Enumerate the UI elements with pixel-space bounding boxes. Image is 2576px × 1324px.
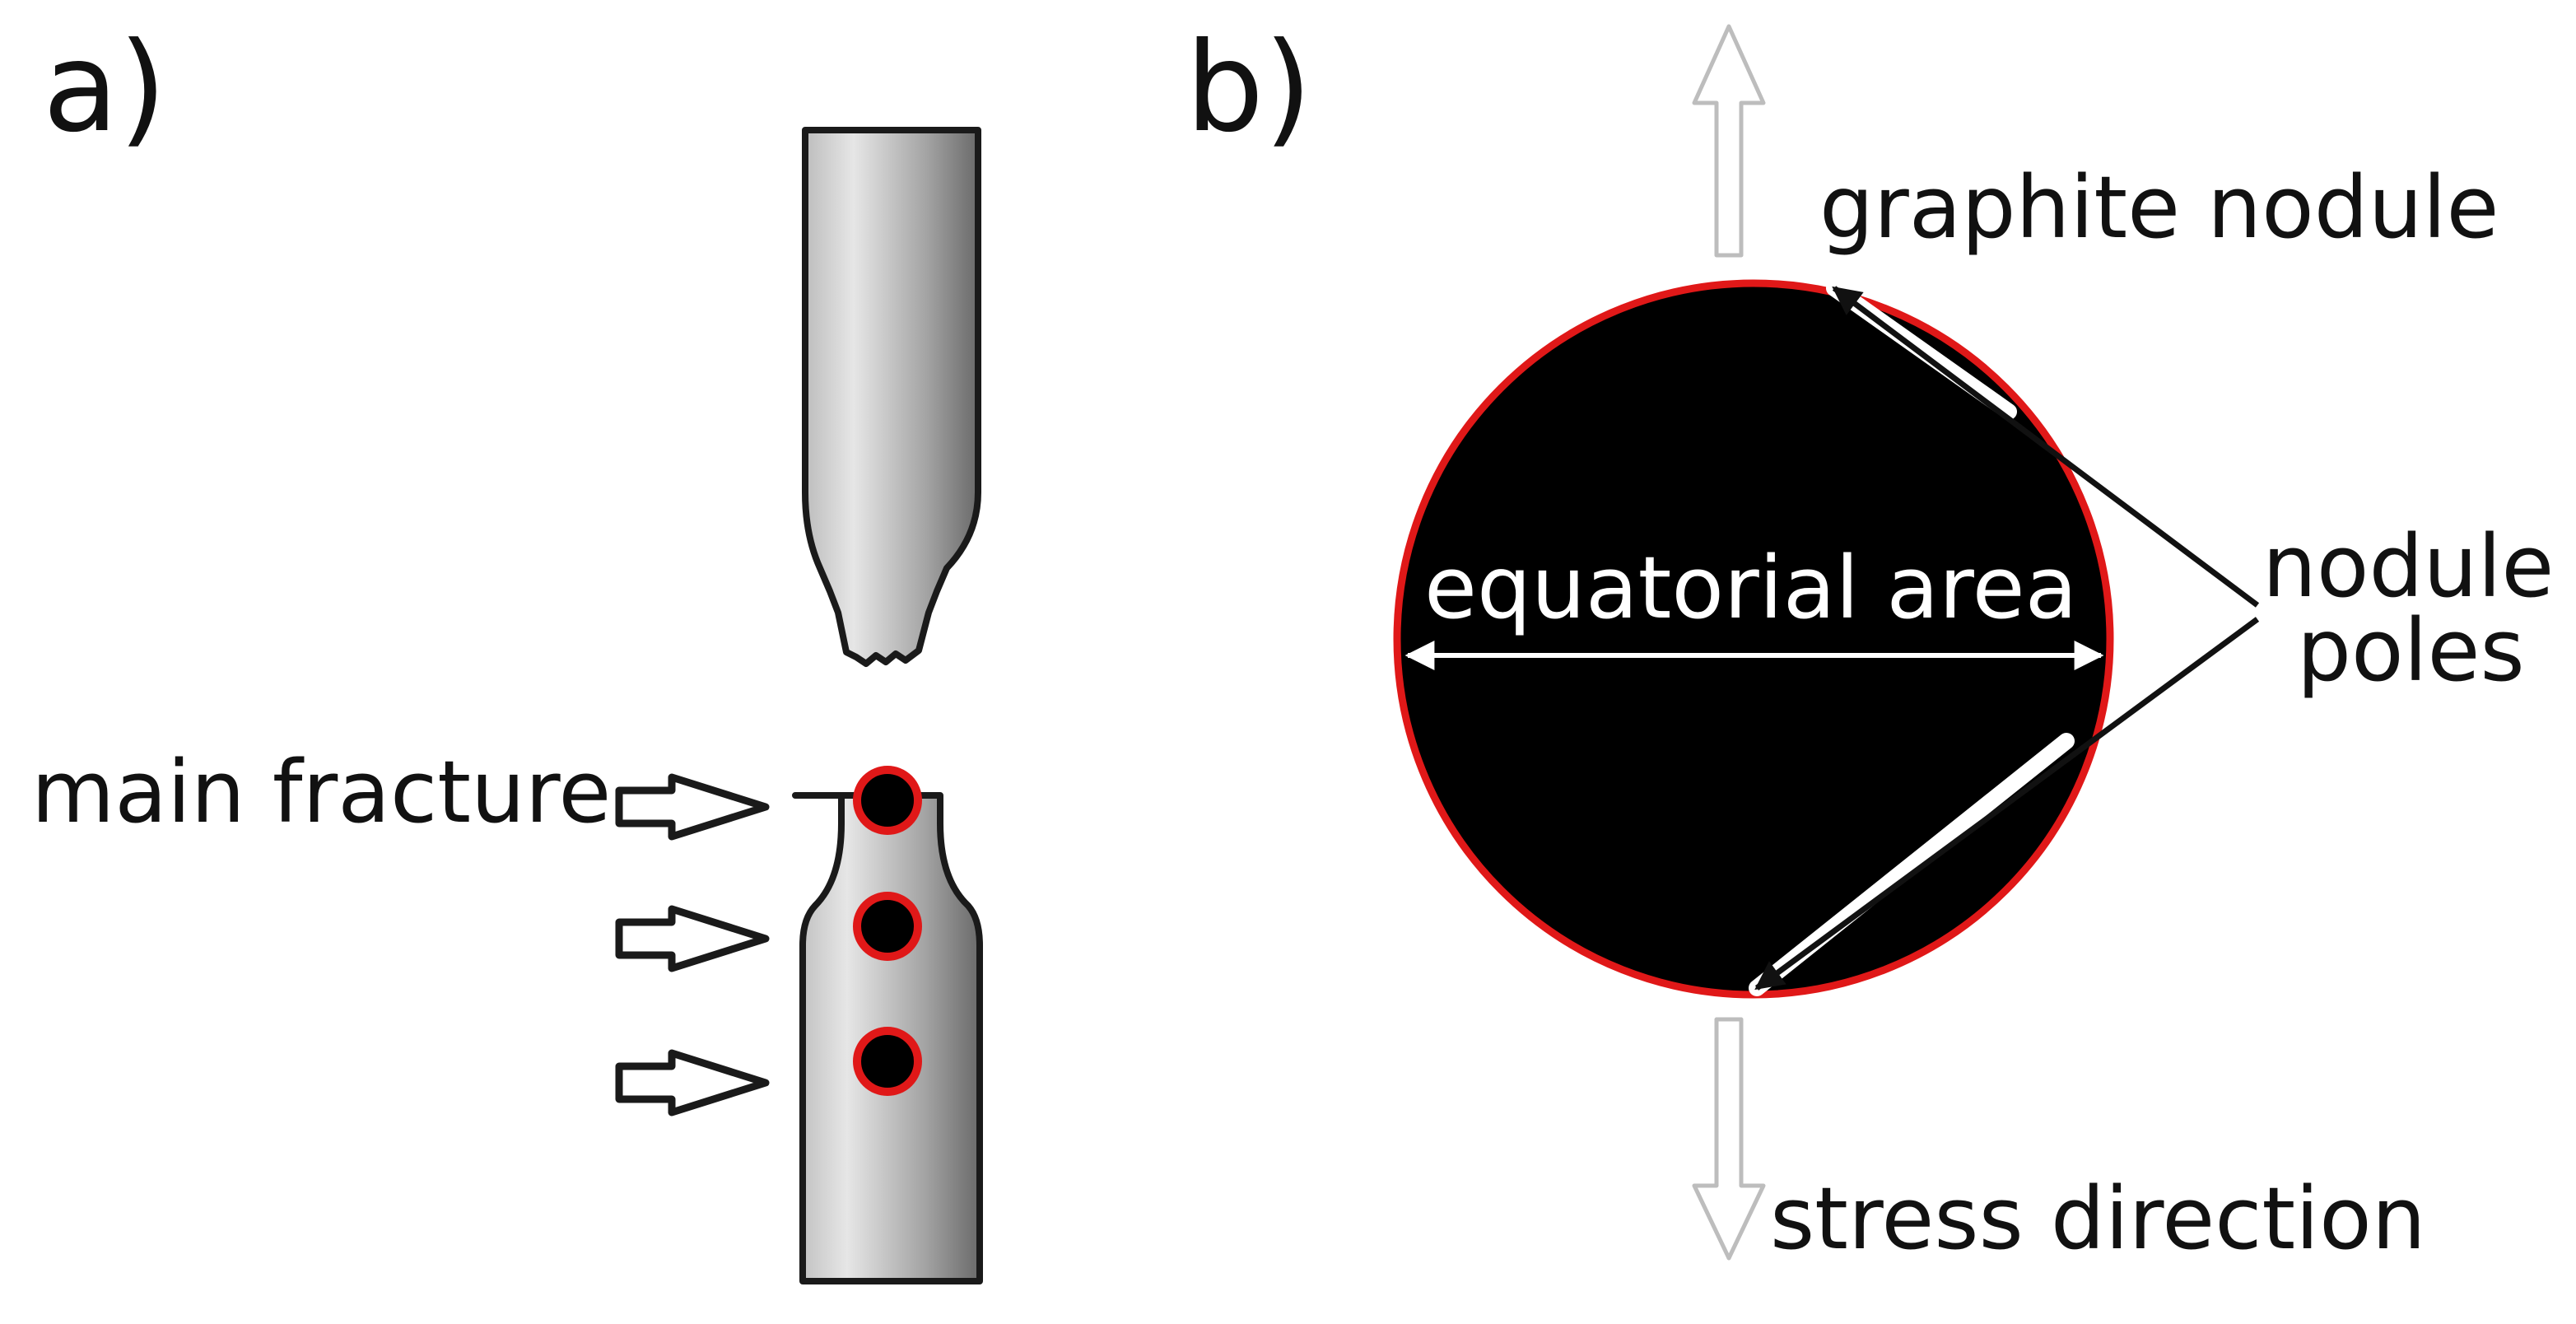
nodule-poles-label-line2: poles bbox=[2297, 600, 2525, 701]
panel-a-label: a) bbox=[43, 16, 166, 160]
pointer-arrow-2 bbox=[615, 905, 770, 972]
stress-direction-label: stress direction bbox=[1770, 1168, 2426, 1269]
panel-b-label: b) bbox=[1186, 16, 1312, 160]
pole-pointer-bottom bbox=[1754, 617, 2260, 991]
panel-b: b) equatorial area graphite nodule nodul… bbox=[1186, 16, 2554, 1269]
nodule-lower bbox=[853, 1027, 922, 1096]
main-fracture-label: main fracture bbox=[31, 742, 611, 842]
nodule-poles-label-line1: nodule bbox=[2262, 516, 2554, 617]
nodule-at-fracture bbox=[853, 766, 922, 835]
fracture-pointer-arrow-1 bbox=[615, 773, 770, 841]
graphite-nodule-label: graphite nodule bbox=[1819, 157, 2499, 258]
graphite-nodule bbox=[1393, 279, 2114, 999]
upper-specimen-half bbox=[802, 127, 981, 667]
equatorial-area-label: equatorial area bbox=[1424, 538, 2077, 638]
nodule-middle bbox=[853, 892, 922, 961]
pointer-arrow-3 bbox=[615, 1049, 770, 1117]
pole-pointer-top bbox=[1832, 286, 2260, 608]
stress-arrow-down bbox=[1692, 1017, 1766, 1261]
panel-a: a) main fracture bbox=[31, 16, 983, 1284]
stress-arrow-up bbox=[1692, 24, 1766, 258]
